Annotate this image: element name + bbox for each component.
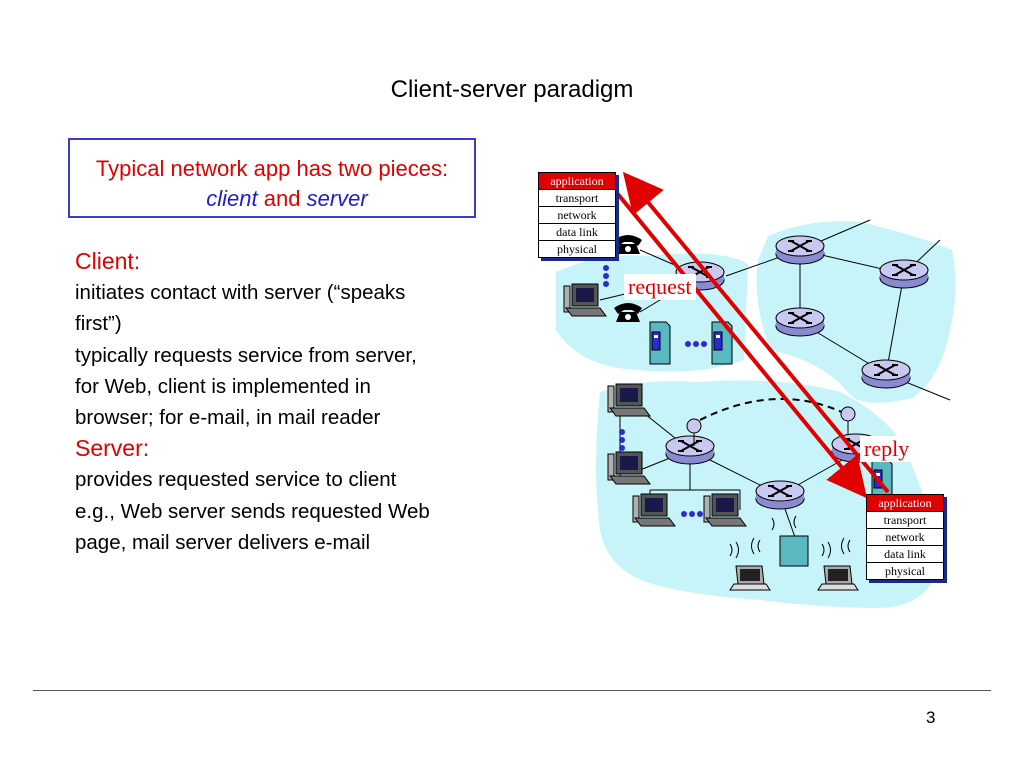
reply-label: reply bbox=[860, 436, 914, 462]
request-arrow bbox=[606, 180, 868, 499]
server-word: server bbox=[306, 186, 368, 211]
layer-application: application bbox=[539, 173, 615, 189]
layer-physical: physical bbox=[539, 240, 615, 257]
server-line: e.g., Web server sends requested Web bbox=[75, 499, 430, 523]
callout-box: Typical network app has two pieces: clie… bbox=[68, 138, 476, 218]
layer-application: application bbox=[867, 495, 943, 511]
and-word: and bbox=[257, 186, 307, 211]
client-line: typically requests service from server, bbox=[75, 343, 417, 367]
layer-data-link: data link bbox=[867, 545, 943, 562]
reply-arrow bbox=[622, 171, 890, 494]
request-label: request bbox=[624, 274, 696, 300]
footer-divider bbox=[33, 690, 991, 691]
server-line: page, mail server delivers e-mail bbox=[75, 531, 371, 555]
callout-line1: Typical network app has two pieces: bbox=[95, 156, 449, 181]
client-protocol-stack: application transport network data link … bbox=[538, 172, 616, 258]
client-line: first”) bbox=[75, 312, 122, 336]
layer-network: network bbox=[539, 206, 615, 223]
layer-physical: physical bbox=[867, 562, 943, 579]
layer-transport: transport bbox=[867, 511, 943, 528]
page-number: 3 bbox=[926, 708, 936, 727]
body-text: Client: initiates contact with server (“… bbox=[75, 246, 535, 558]
server-line: provides requested service to client bbox=[75, 468, 397, 492]
server-heading: Server: bbox=[75, 435, 150, 462]
callout-line2: client and server bbox=[70, 186, 474, 212]
client-line: initiates contact with server (“speaks bbox=[75, 281, 406, 304]
slide-title: Client-server paradigm bbox=[390, 76, 634, 103]
client-line: browser; for e-mail, in mail reader bbox=[75, 406, 381, 430]
layer-data-link: data link bbox=[539, 223, 615, 240]
client-line: for Web, client is implemented in bbox=[75, 374, 371, 398]
server-protocol-stack: application transport network data link … bbox=[866, 494, 944, 580]
layer-transport: transport bbox=[539, 189, 615, 206]
client-word: client bbox=[206, 186, 258, 211]
client-heading: Client: bbox=[75, 248, 141, 274]
layer-network: network bbox=[867, 528, 943, 545]
